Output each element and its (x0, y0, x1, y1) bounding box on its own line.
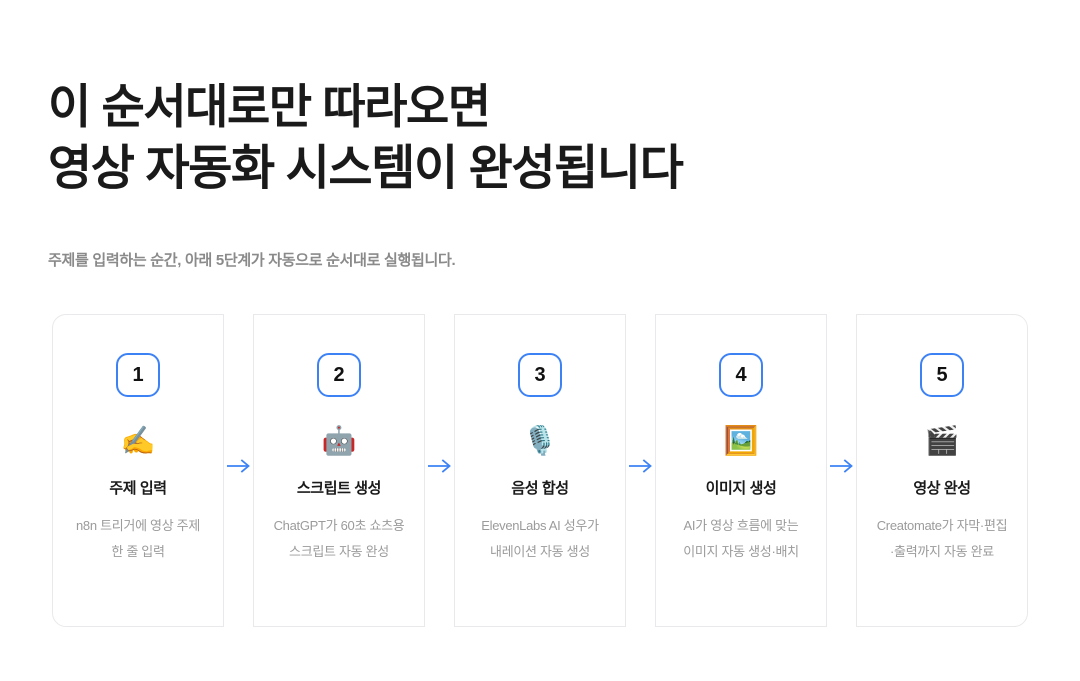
step-number-badge-2: 2 (317, 353, 361, 397)
step-description-1: n8n 트리거에 영상 주제 한 줄 입력 (75, 518, 200, 559)
step-description-5: Creatomate가 자막·편집·출력까지 자동 완료 (876, 518, 1008, 559)
page-title-line-1: 이 순서대로만 따라오면 (48, 80, 491, 133)
step-number-4: 4 (735, 364, 747, 386)
page-subtitle: 주제를 입력하는 순간, 아래 5단계가 자동으로 순서대로 실행됩니다. (48, 252, 456, 269)
step-number-badge-5: 5 (920, 353, 964, 397)
step-description-2: ChatGPT가 60초 쇼츠용 스크립트 자동 완성 (273, 518, 405, 559)
step-description-4: AI가 영상 흐름에 맞는 이미지 자동 생성·배치 (683, 518, 799, 559)
step-card-5[interactable]: 5 🎬 영상 완성 Creatomate가 자막·편집·출력까지 자동 완료 (856, 314, 1028, 627)
robot-emoji: 🤖 (321, 424, 357, 457)
step-number-2: 2 (333, 364, 345, 386)
step-title-4: 이미지 생성 (705, 480, 777, 497)
clapper-board-emoji: 🎬 (924, 424, 960, 457)
step-number-badge-4: 4 (719, 353, 763, 397)
arrow-right-icon (628, 459, 652, 473)
step-connector-2-3 (425, 314, 454, 627)
step-connector-1-2 (224, 314, 253, 627)
steps-row: 1 ✍️ 주제 입력 n8n 트리거에 영상 주제 한 줄 입력 2 🤖 스크립… (52, 314, 1028, 627)
step-card-2[interactable]: 2 🤖 스크립트 생성 ChatGPT가 60초 쇼츠용 스크립트 자동 완성 (253, 314, 425, 627)
step-title-5: 영상 완성 (913, 480, 971, 497)
step-description-3: ElevenLabs AI 성우가 내레이션 자동 생성 (481, 518, 599, 559)
step-card-3[interactable]: 3 🎙️ 음성 합성 ElevenLabs AI 성우가 내레이션 자동 생성 (454, 314, 626, 627)
step-card-1[interactable]: 1 ✍️ 주제 입력 n8n 트리거에 영상 주제 한 줄 입력 (52, 314, 224, 627)
step-number-5: 5 (936, 364, 948, 386)
step-number-1: 1 (132, 364, 144, 386)
step-title-2: 스크립트 생성 (296, 480, 382, 497)
step-connector-3-4 (626, 314, 655, 627)
step-title-3: 음성 합성 (511, 480, 569, 497)
page-title-line-2: 영상 자동화 시스템이 완성됩니다 (48, 142, 684, 195)
step-card-4[interactable]: 4 🖼️ 이미지 생성 AI가 영상 흐름에 맞는 이미지 자동 생성·배치 (655, 314, 827, 627)
page-title: 이 순서대로만 따라오면 영상 자동화 시스템이 완성됩니다 (48, 76, 1028, 200)
step-title-1: 주제 입력 (109, 480, 167, 497)
arrow-right-icon (226, 459, 250, 473)
arrow-right-icon (427, 459, 451, 473)
step-number-badge-1: 1 (116, 353, 160, 397)
step-connector-4-5 (827, 314, 856, 627)
step-number-3: 3 (534, 364, 546, 386)
writing-hand-emoji: ✍️ (120, 424, 156, 457)
studio-microphone-emoji: 🎙️ (522, 424, 558, 457)
arrow-right-icon (829, 459, 853, 473)
step-number-badge-3: 3 (518, 353, 562, 397)
framed-picture-emoji: 🖼️ (723, 424, 759, 457)
